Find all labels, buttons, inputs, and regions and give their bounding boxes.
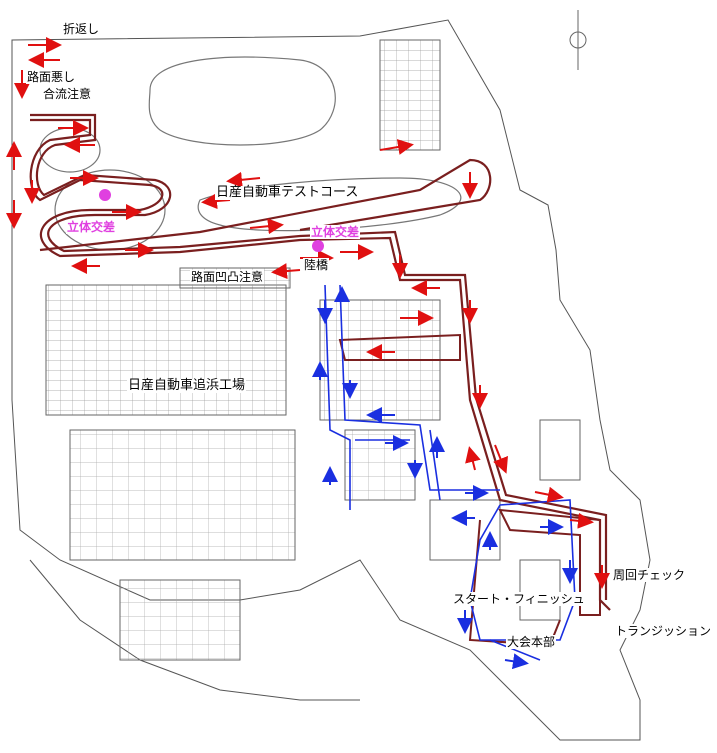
label-hq: 大会本部 [506,635,557,649]
label-transition: トランジッション [614,624,713,638]
red-arrows [6,37,610,589]
north-arrow-icon [569,10,587,70]
label-road-bumps: 路面凹凸注意 [190,270,265,284]
label-crossing-left: 立体交差 [66,220,117,234]
label-start-finish: スタート・フィニッシュ [452,592,586,606]
label-factory: 日産自動車追浜工場 [127,378,247,393]
factory-blocks [45,39,581,661]
crossing-marker-right [312,240,324,252]
crossing-marker-left [99,189,111,201]
label-test-course: 日産自動車テストコース [215,185,360,200]
label-lap-check: 周回チェック [612,568,687,582]
label-rough-road: 路面悪し [26,70,77,84]
blue-arrows [312,286,578,670]
label-crossing-right: 立体交差 [310,225,361,239]
label-turnaround: 折返し [62,22,101,36]
test-course-track [39,56,462,251]
label-bridge: 陸橋 [303,258,330,272]
label-merge-caution: 合流注意 [42,87,93,101]
